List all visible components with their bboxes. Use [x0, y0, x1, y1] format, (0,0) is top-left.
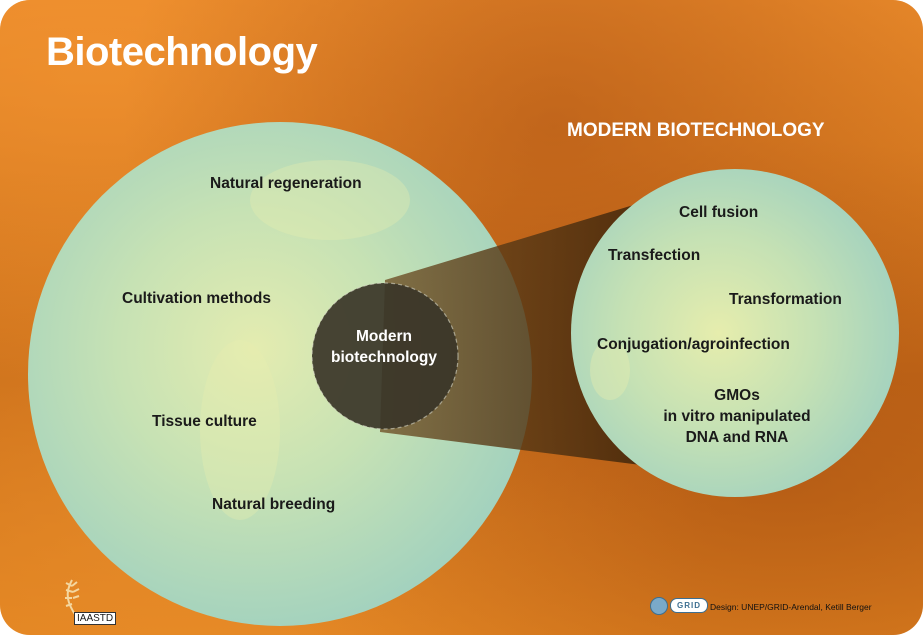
label-transformation: Transformation: [729, 291, 842, 308]
label-natural-breeding: Natural breeding: [212, 496, 336, 513]
label-natural-regeneration: Natural regeneration: [210, 175, 362, 192]
unep-globe-icon: [650, 597, 668, 615]
label-gmos: GMOs in vitro manipulated DNA and RNA: [637, 385, 837, 448]
inner-circle-label: Modern biotechnology: [311, 326, 457, 368]
grid-arendal-logo: GRID: [670, 598, 708, 613]
gmo-line-1: GMOs: [714, 387, 760, 404]
inner-circle: [311, 282, 459, 430]
gmo-line-3: DNA and RNA: [685, 429, 789, 446]
design-credit: Design: UNEP/GRID-Arendal, Ketill Berger: [710, 602, 872, 612]
label-conjugation-agroinfection: Conjugation/agroinfection: [597, 336, 790, 353]
label-cultivation-methods: Cultivation methods: [122, 290, 271, 307]
inner-label-line2: biotechnology: [331, 349, 437, 366]
left-circle: [28, 122, 532, 626]
label-transfection: Transfection: [608, 247, 701, 264]
gmo-line-2: in vitro manipulated: [663, 408, 811, 425]
label-tissue-culture: Tissue culture: [152, 413, 257, 430]
right-circle: [571, 169, 899, 497]
inner-label-line1: Modern: [356, 328, 412, 345]
label-cell-fusion: Cell fusion: [679, 204, 759, 221]
modern-biotech-heading: MODERN BIOTECHNOLOGY: [567, 120, 825, 141]
diagram-title: Biotechnology: [46, 30, 318, 74]
iaastd-logo-text: IAASTD: [74, 612, 117, 625]
